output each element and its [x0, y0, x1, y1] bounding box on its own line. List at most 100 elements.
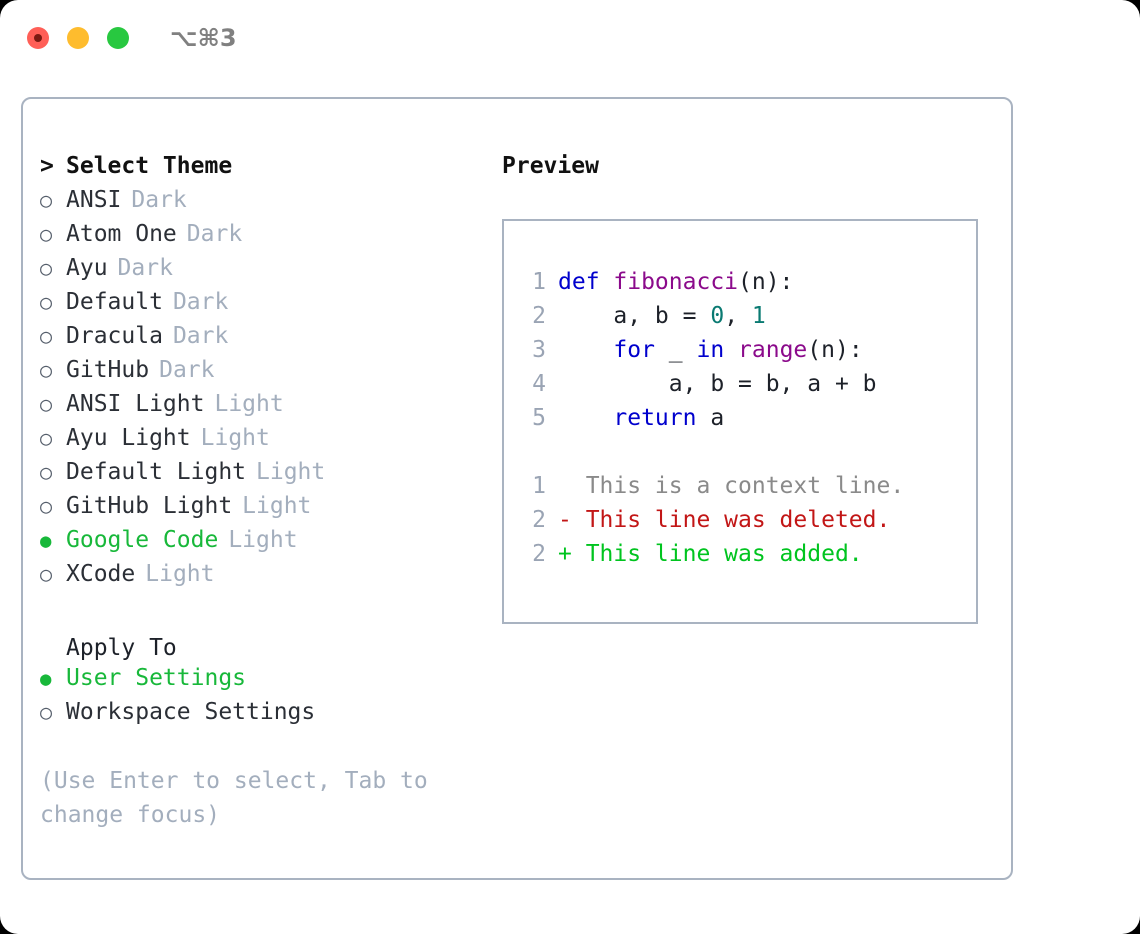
maximize-window-button[interactable]: [107, 27, 129, 49]
theme-option-label: GitHub: [66, 357, 150, 383]
line-number: 5: [532, 405, 546, 431]
radio-unselected-icon: ○: [40, 562, 53, 586]
code-line: 3 for _ in range(n):: [520, 333, 968, 367]
diff-line-add: 2 + This line was added.: [520, 537, 968, 571]
theme-option-label: Dracula: [66, 323, 163, 349]
radio-selected-icon: ●: [40, 530, 52, 552]
diff-line-text: This is a context line.: [558, 473, 905, 499]
diff-line-ctx: 1 This is a context line.: [520, 469, 968, 503]
code-token: a, b = b, a + b: [558, 371, 877, 397]
line-number: 4: [532, 371, 546, 397]
apply-to-list: ● User Settings ○ Workspace Settings: [40, 661, 490, 729]
code-token: ,: [724, 303, 752, 329]
code-token: in: [696, 337, 725, 363]
radio-unselected-icon: ○: [40, 188, 53, 212]
radio-unselected-icon: ○: [40, 494, 53, 518]
theme-option-ayu[interactable]: ○ Ayu Dark: [40, 251, 490, 285]
theme-option-tag: Light: [228, 527, 298, 553]
theme-option-label: Ayu Light: [66, 425, 191, 451]
theme-option-tag: Dark: [131, 187, 187, 213]
apply-to-option-user-settings[interactable]: ● User Settings: [40, 661, 490, 695]
radio-selected-icon: ●: [40, 668, 52, 690]
code-token: (n):: [738, 269, 794, 295]
theme-option-label: GitHub Light: [66, 493, 233, 519]
keyboard-shortcut-label: ⌥⌘3: [170, 24, 237, 52]
theme-option-tag: Dark: [172, 289, 229, 315]
theme-option-tag: Dark: [186, 221, 243, 247]
line-number: 1: [532, 269, 546, 295]
radio-unselected-icon: ○: [40, 700, 53, 724]
radio-unselected-icon: ○: [40, 392, 53, 416]
code-line: 2 a, b = 0, 1: [520, 299, 968, 333]
theme-option-label: Atom One: [66, 221, 177, 247]
code-token: def: [558, 269, 614, 295]
caret-icon: >: [40, 153, 54, 179]
code-token: 1: [751, 303, 766, 329]
minimize-window-button[interactable]: [67, 27, 89, 49]
apply-to-option-workspace-settings[interactable]: ○ Workspace Settings: [40, 695, 490, 729]
theme-option-google-code[interactable]: ● Google Code Light: [40, 523, 490, 557]
code-token: a: [696, 405, 725, 431]
line-number: 1: [532, 473, 546, 499]
title-bar: ⌥⌘3: [0, 0, 1140, 78]
code-token: 0: [710, 303, 725, 329]
radio-unselected-icon: ○: [40, 222, 53, 246]
code-line: 1 def fibonacci(n):: [520, 265, 968, 299]
theme-option-xcode[interactable]: ○ XCode Light: [40, 557, 490, 591]
close-icon: [34, 34, 42, 42]
theme-option-github[interactable]: ○ GitHub Dark: [40, 353, 490, 387]
code-token: [558, 337, 613, 363]
code-token: a, b =: [558, 303, 711, 329]
code-diff-separator: [520, 435, 968, 469]
apply-to-option-label: Workspace Settings: [66, 699, 316, 725]
theme-option-tag: Light: [242, 493, 312, 519]
radio-unselected-icon: ○: [40, 256, 53, 280]
diff-line-del: 2 - This line was deleted.: [520, 503, 968, 537]
theme-option-tag: Light: [214, 391, 284, 417]
line-number: 2: [532, 541, 546, 567]
apply-to-heading: Apply To: [40, 635, 490, 661]
theme-option-tag: Light: [256, 459, 326, 485]
radio-unselected-icon: ○: [40, 358, 53, 382]
theme-option-github-light[interactable]: ○ GitHub Light Light: [40, 489, 490, 523]
line-number: 3: [532, 337, 546, 363]
section-spacer: [40, 591, 490, 635]
theme-option-atom-one[interactable]: ○ Atom One Dark: [40, 217, 490, 251]
code-token: _: [654, 337, 697, 363]
line-number: 2: [532, 303, 546, 329]
code-line: 5 return a: [520, 401, 968, 435]
theme-option-label: ANSI: [66, 187, 122, 213]
theme-option-label: Ayu: [66, 255, 108, 281]
code-token: range: [738, 337, 808, 363]
code-token: fibonacci: [613, 269, 739, 295]
theme-option-tag: Dark: [117, 255, 173, 281]
theme-option-label: Google Code: [66, 527, 219, 553]
radio-unselected-icon: ○: [40, 290, 53, 314]
diff-line-text: - This line was deleted.: [558, 507, 891, 533]
apply-to-option-label: User Settings: [66, 665, 247, 691]
code-line: 4 a, b = b, a + b: [520, 367, 968, 401]
preview-title: Preview: [502, 153, 599, 179]
theme-option-ansi[interactable]: ○ ANSI Dark: [40, 183, 490, 217]
code-token: [724, 337, 738, 363]
theme-option-tag: Light: [145, 561, 215, 587]
diff-line-text: + This line was added.: [558, 541, 863, 567]
theme-option-tag: Dark: [159, 357, 215, 383]
select-theme-label: Select Theme: [66, 153, 233, 179]
keyboard-hint: (Use Enter to select, Tab to change focu…: [40, 768, 428, 828]
theme-option-tag: Light: [200, 425, 270, 451]
radio-unselected-icon: ○: [40, 324, 53, 348]
theme-option-label: XCode: [66, 561, 136, 587]
apply-to-label: Apply To: [66, 635, 177, 661]
line-number: 2: [532, 507, 546, 533]
